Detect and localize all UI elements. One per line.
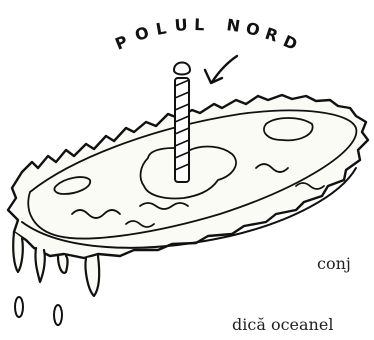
- label-letter: O: [133, 23, 152, 45]
- north-pole-label: P O L U L N O R D: [112, 15, 300, 54]
- label-letter: P: [112, 32, 130, 54]
- label-letter: D: [280, 31, 300, 54]
- label-letter: O: [244, 18, 262, 40]
- body-text-line-2: dică oceanel: [232, 315, 333, 334]
- label-letter: R: [263, 24, 281, 46]
- label-letter: N: [225, 15, 241, 36]
- label-letter: L: [154, 18, 167, 38]
- label-letter: L: [194, 15, 205, 34]
- north-pole-icon: [174, 63, 190, 183]
- label-letter: U: [174, 15, 188, 35]
- body-text-line-1: conj: [317, 254, 351, 273]
- arrow-icon: [205, 56, 237, 83]
- water-drops: [15, 297, 62, 325]
